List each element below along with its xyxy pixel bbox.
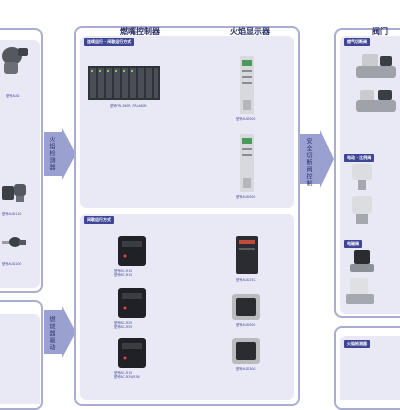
left-caption-1: 型号AUD: [6, 94, 20, 98]
burner-controller-1: [118, 236, 146, 266]
flame-display-module-1: [236, 236, 258, 274]
display-module-3-caption: 型号AUD300: [236, 367, 256, 371]
probe-device: [2, 237, 26, 247]
arrow-right-label: 安全切断阀控制: [305, 138, 312, 187]
display-module-2-caption: 型号AUD500: [236, 323, 256, 327]
arrow-left-top: [44, 128, 76, 180]
flame-display-caption-2: 型号AUD500: [236, 195, 256, 199]
sensor-device: [2, 184, 26, 202]
center-bottom-inner: [80, 214, 294, 400]
flame-detector-title: 火焰检测器: [344, 340, 370, 348]
controller-2-caption2: 型号BC-R35: [114, 325, 133, 329]
controller-2-caption: 型号BC-R25: [114, 321, 133, 325]
controller-3-caption: 型号BC-R15: [114, 371, 133, 375]
solenoid-valve-device-2: [346, 278, 374, 304]
flame-detector-device: [2, 47, 28, 74]
left-caption-2: 型号AUD110: [2, 212, 22, 216]
gas-shutoff-valve-title: 燃气切断阀: [344, 38, 370, 46]
center-bottom-section-title: 间歇运行方式: [84, 216, 114, 224]
flame-display-unit-2: [240, 134, 254, 192]
center-top-inner: [80, 36, 294, 208]
display-module-1-caption: 型号AUD15C: [236, 278, 256, 282]
left-bottom-inner: [0, 314, 40, 404]
arrow-left-top-label: 火焰检测器: [48, 136, 55, 171]
gas-valve-device-2: [356, 90, 396, 112]
left-top-inner: [0, 40, 40, 288]
controller-3-caption2: 型号BC-R35/R36: [114, 375, 140, 379]
flame-display-header: 火焰显示器: [230, 27, 270, 36]
arrow-right: [300, 130, 334, 188]
flame-display-module-3: [232, 338, 260, 364]
solenoid-valve-title: 电磁阀: [344, 240, 362, 248]
left-caption-3: 型号AUD100: [2, 262, 22, 266]
motor-valve-device-2: [352, 196, 372, 224]
flame-display-module-2: [232, 294, 260, 320]
flame-display-caption-1: 型号AUD500: [236, 117, 256, 121]
flame-display-unit-1: [240, 56, 254, 114]
solenoid-valve-device-1: [350, 250, 374, 272]
motor-valve-device-1: [352, 164, 372, 190]
burner-controller-3: [118, 338, 146, 368]
arrow-left-bottom-label: 燃烧器驱动: [48, 316, 55, 351]
motor-proportional-valve-title: 电动 · 比例阀: [344, 154, 375, 162]
controller-1-caption: 型号BC-R15: [114, 269, 133, 273]
arrow-left-bottom: [44, 306, 76, 358]
burner-controller-header: 燃嘴控制器: [120, 27, 160, 36]
center-top-section-title: 连续运行 · 间歇运行方式: [84, 38, 135, 46]
modular-controller-rack: [88, 66, 160, 100]
gas-valve-device-1: [356, 54, 396, 78]
burner-controller-2: [118, 288, 146, 318]
modules-caption: 型号FRL360R, FRL460R: [110, 104, 147, 108]
valve-header: 阀门: [372, 27, 388, 36]
controller-1-caption2: 型号BC-R15: [114, 273, 133, 277]
